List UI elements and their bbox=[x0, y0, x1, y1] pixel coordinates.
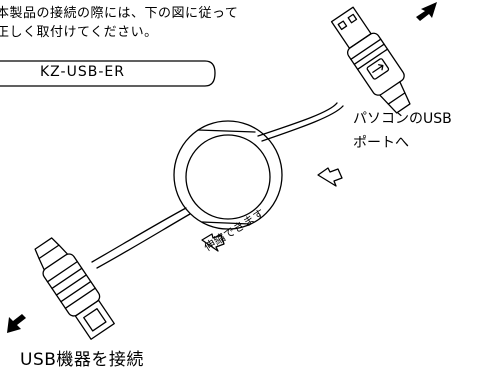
instruction-line-1: 本製品の接続の際には、下の図に従って bbox=[0, 6, 239, 21]
pc-port-label: パソコンのUSB ポートへ bbox=[353, 107, 452, 155]
outline-arrow-right-icon bbox=[317, 167, 343, 187]
reel-outer bbox=[173, 120, 283, 230]
device-connector-socket bbox=[74, 299, 115, 340]
arrow-up-right-icon bbox=[416, 2, 437, 21]
pc-port-label-line-1: パソコンのUSB bbox=[353, 111, 452, 127]
device-usb-connector bbox=[34, 237, 115, 340]
arrow-down-left-icon bbox=[7, 314, 26, 333]
usb-icon bbox=[366, 58, 390, 80]
instruction-line-2: 正しく取付けてください。 bbox=[0, 25, 158, 40]
pc-usb-connector bbox=[330, 6, 411, 114]
pc-port-label-line-2: ポートへ bbox=[353, 135, 409, 151]
cable-reel bbox=[173, 120, 283, 230]
device-connect-label: USB機器を接続 bbox=[20, 350, 144, 370]
model-label: KZ-USB-ER bbox=[40, 64, 125, 80]
instruction-text: 本製品の接続の際には、下の図に従って 正しく取付けてください。 bbox=[0, 4, 238, 42]
cable-lower bbox=[91, 207, 191, 269]
outline-arrow-left-icon bbox=[201, 233, 225, 252]
model-label-box bbox=[0, 60, 216, 87]
pc-connector-plug bbox=[330, 6, 372, 49]
cable-upper bbox=[257, 102, 344, 142]
reel-inner bbox=[185, 134, 271, 220]
